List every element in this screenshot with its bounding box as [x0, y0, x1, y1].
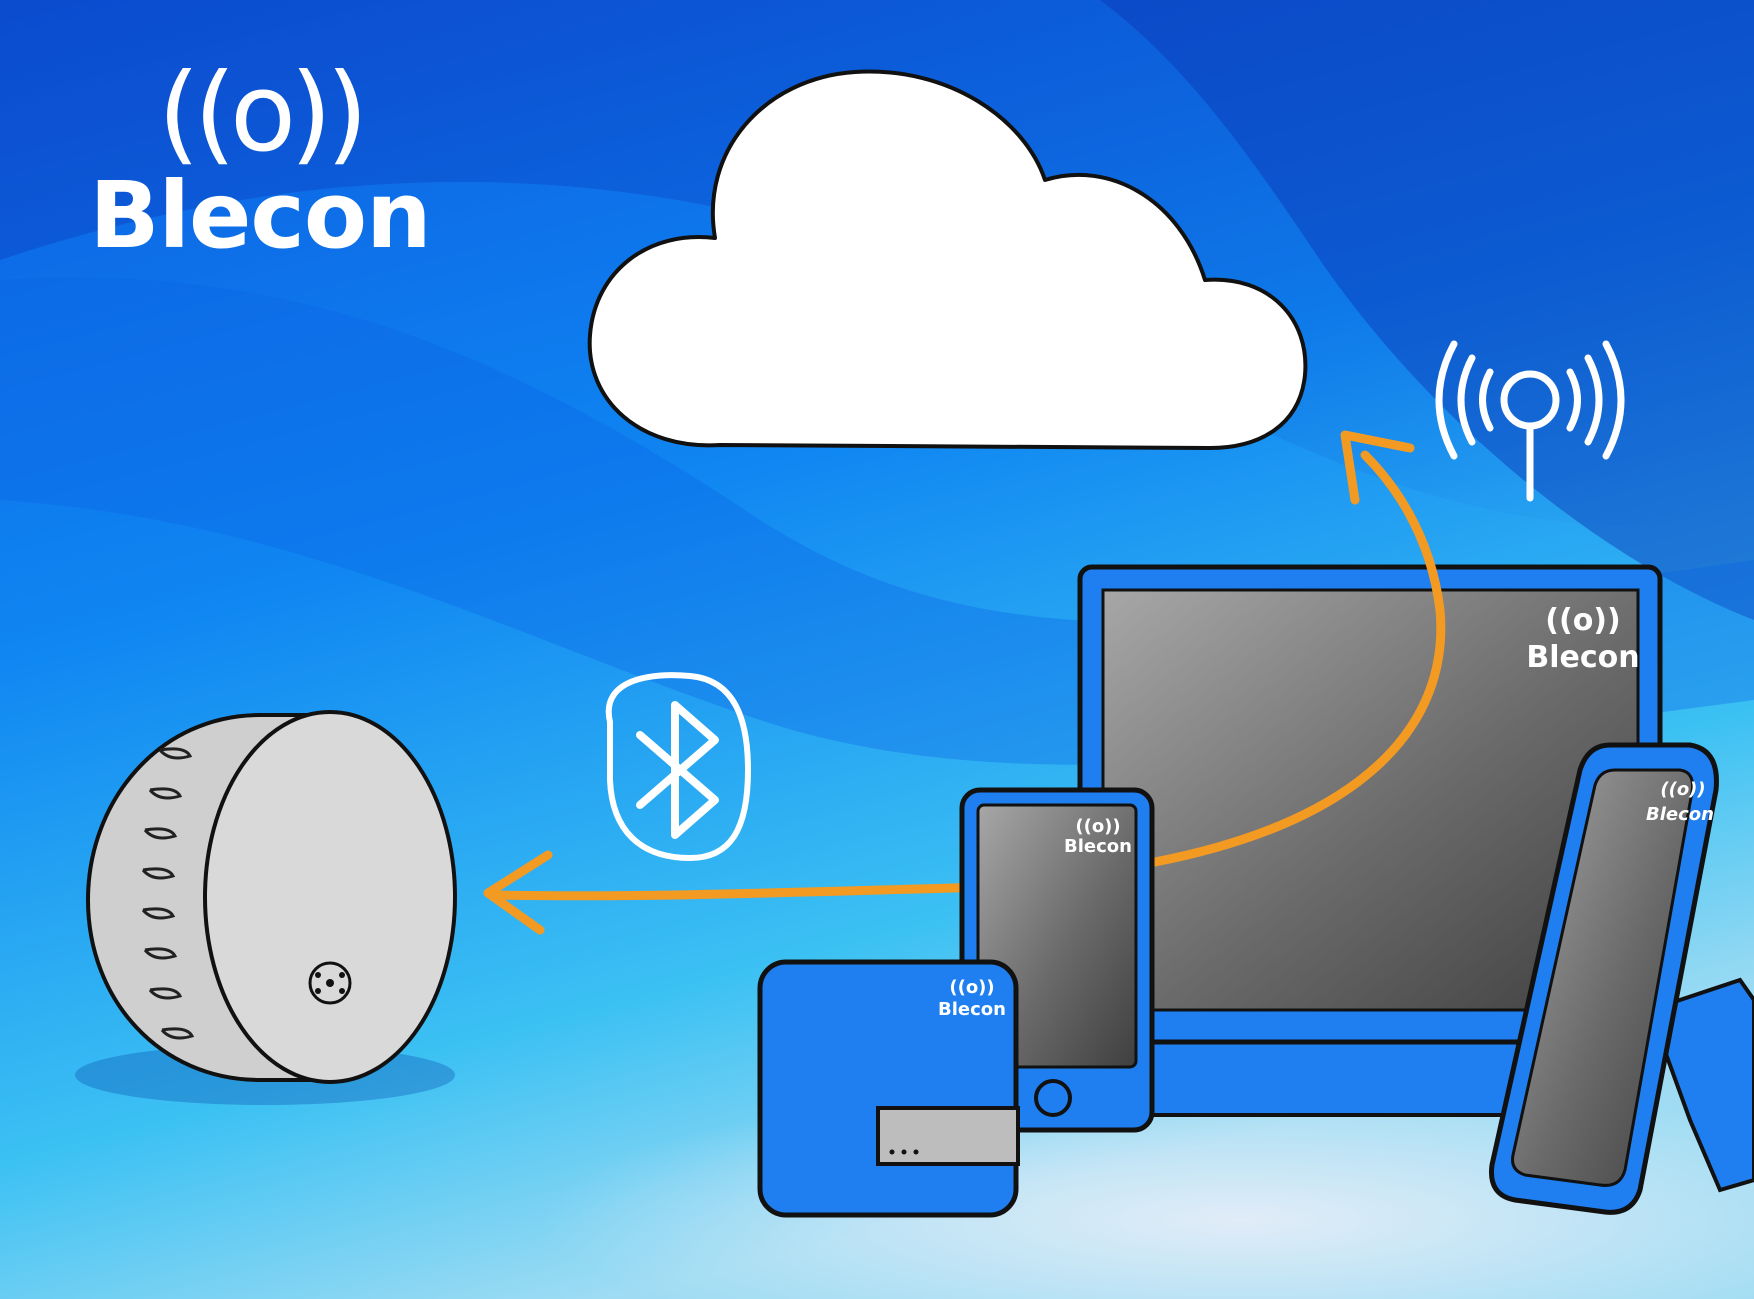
- brand-logo: ((o)) Blecon: [80, 60, 440, 265]
- gateway-device: ((o)) Blecon: [760, 962, 1018, 1215]
- phone-logo-symbol: ((o)): [1075, 816, 1120, 837]
- gateway-logo-name: Blecon: [938, 999, 1006, 1020]
- gateway-logo-symbol: ((o)): [949, 977, 994, 998]
- brand-symbol: ((o)): [80, 60, 440, 168]
- monitor-logo-symbol: ((o)): [1545, 603, 1620, 638]
- brand-name: Blecon: [80, 168, 440, 265]
- phone-logo-name: Blecon: [1064, 836, 1132, 857]
- handheld-logo-symbol: ((o)): [1660, 779, 1705, 800]
- handheld-logo-name: Blecon: [1646, 804, 1714, 825]
- monitor-logo-name: Blecon: [1526, 640, 1639, 675]
